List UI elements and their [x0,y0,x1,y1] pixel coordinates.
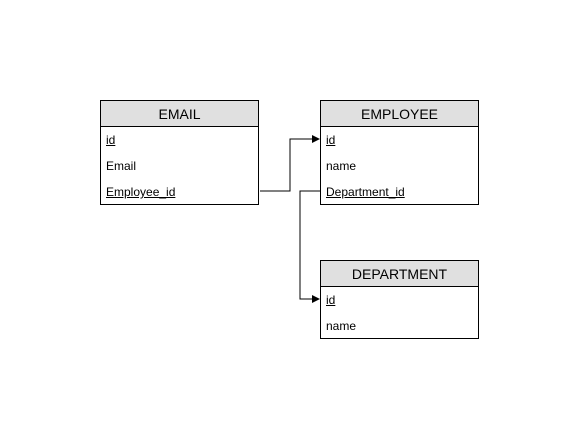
email-field-employee-id[interactable]: Employee_id [106,185,176,199]
employee-table-fields: id name Department_id [321,127,478,205]
department-field-name[interactable]: name [326,319,357,333]
employee-field-department-id[interactable]: Department_id [326,185,405,199]
email-table[interactable]: EMAIL id Email Employee_id [100,100,259,205]
connector-employee-department[interactable] [299,190,321,303]
employee-table-title[interactable]: EMPLOYEE [321,101,478,127]
email-table-fields: id Email Employee_id [101,127,258,205]
department-table-fields: id name [321,287,478,339]
employee-field-id[interactable]: id [326,133,336,147]
department-table-title[interactable]: DEPARTMENT [321,261,478,287]
connector-email-employee[interactable] [260,135,320,192]
email-field-email[interactable]: Email [106,159,137,173]
email-table-title[interactable]: EMAIL [101,101,258,127]
department-table[interactable]: DEPARTMENT id name [320,260,479,339]
employee-field-name[interactable]: name [326,159,357,173]
employee-table[interactable]: EMPLOYEE id name Department_id [320,100,479,205]
department-field-id[interactable]: id [326,293,336,307]
email-field-id[interactable]: id [106,133,116,147]
